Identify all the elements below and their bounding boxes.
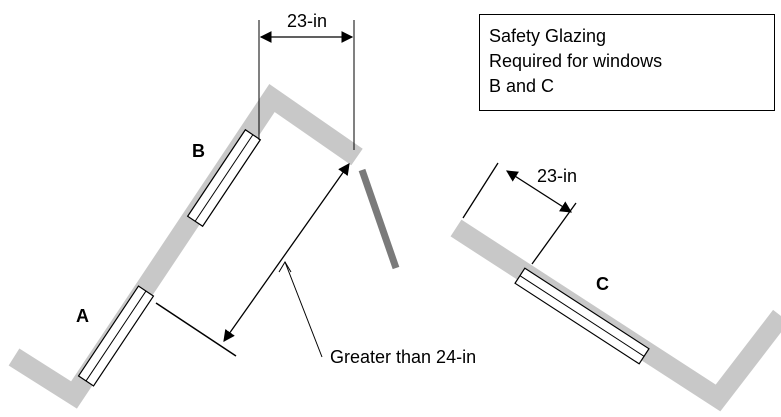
top-dimension: 23-in xyxy=(258,11,355,150)
right-ext-line-1 xyxy=(462,162,499,219)
diagonal-dimension: Greater than 24-in xyxy=(155,163,476,367)
window-c-label: C xyxy=(596,274,609,294)
diagonal-dimension-label: Greater than 24-in xyxy=(330,347,476,367)
window-c xyxy=(514,267,650,365)
leader-arrowhead xyxy=(278,261,292,273)
note-line-2: Required for windows xyxy=(489,51,663,71)
right-dimension-label: 23-in xyxy=(537,166,577,186)
top-dimension-label: 23-in xyxy=(287,11,327,31)
leader-line xyxy=(284,261,323,358)
diagonal-ext-line xyxy=(155,302,237,357)
diagonal-arrow xyxy=(223,163,350,342)
safety-glazing-note: Safety Glazing Required for windows B an… xyxy=(479,14,775,111)
note-line-1: Safety Glazing xyxy=(489,26,607,46)
right-wall-assembly: 23-in xyxy=(450,162,781,412)
door-leaf xyxy=(358,168,400,270)
right-wall xyxy=(450,219,781,412)
window-a-label: A xyxy=(76,306,89,326)
window-b-label: B xyxy=(192,141,205,161)
right-ext-line-2 xyxy=(531,202,577,265)
window-a xyxy=(77,285,155,387)
right-dimension-arrow xyxy=(506,170,572,213)
left-wall xyxy=(8,83,363,409)
note-line-3: B and C xyxy=(489,76,555,96)
